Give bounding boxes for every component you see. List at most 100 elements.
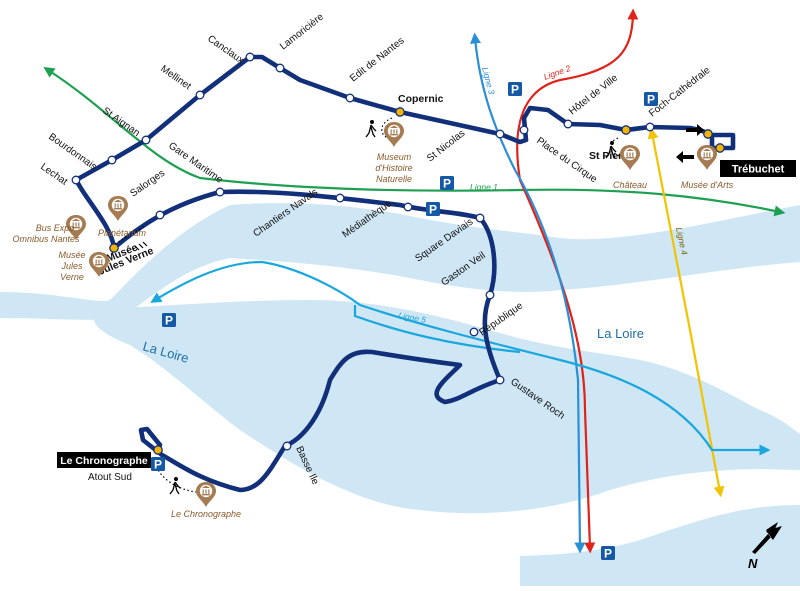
parking-icon[interactable]: P xyxy=(162,313,176,328)
stop-dot-chantiers-navals[interactable] xyxy=(335,193,345,203)
poi-label-musee-arts: Musée d'Arts xyxy=(681,180,734,190)
poi-museum-histoire-naturelle[interactable]: Museum d'Histoire Naturelle xyxy=(375,122,413,184)
parking-icon[interactable]: P xyxy=(601,546,615,561)
pedestrian-icon xyxy=(605,141,617,159)
planetarium-pin-icon xyxy=(108,196,128,221)
stop-label-hotel-de-ville: Hôtel de Ville xyxy=(567,72,620,117)
poi-label-bus-expo-l2: Omnibus Nantes xyxy=(12,234,80,244)
poi-bus-expo[interactable]: Bus Expo Omnibus Nantes xyxy=(12,215,86,244)
svg-text:P: P xyxy=(647,93,655,107)
terminal-le-chronographe[interactable]: Le Chronographe xyxy=(57,452,151,468)
pedestrian-icon xyxy=(169,477,181,495)
stop-dot-square-daviais[interactable] xyxy=(475,213,485,223)
terminal-trebuchet[interactable]: Trébuchet xyxy=(720,160,796,177)
poi-label-museum-l3: Naturelle xyxy=(376,174,412,184)
parking-icon[interactable]: P xyxy=(644,92,658,107)
stop-dot-hotel-de-ville[interactable] xyxy=(563,119,573,129)
ligne-1-line xyxy=(43,67,786,217)
chronographe-pin-icon xyxy=(196,482,216,507)
poi-le-chronographe[interactable]: Le Chronographe xyxy=(171,482,241,519)
stop-dot-foch-cathedrale[interactable] xyxy=(645,122,655,132)
stop-label-gare-maritime: Gare Maritime xyxy=(166,140,225,186)
stop-dot-basse-ile[interactable] xyxy=(282,441,292,451)
parking-icon[interactable]: P xyxy=(426,202,440,217)
parking-icon[interactable]: P xyxy=(508,82,522,97)
parking-icon[interactable]: P xyxy=(151,457,165,472)
direction-arrow-left-icon xyxy=(676,151,694,163)
poi-label-museum-l1: Museum xyxy=(377,152,412,162)
stop-label-canclaux: Canclaux xyxy=(205,33,245,66)
stop-dot-gaston-veil[interactable] xyxy=(485,290,495,300)
svg-text:P: P xyxy=(154,458,162,472)
ligne-5-line xyxy=(150,260,771,456)
stop-dot-canclaux[interactable] xyxy=(245,52,255,62)
stop-label-salorges: Salorges xyxy=(128,168,167,200)
stop-dot-mellinet[interactable] xyxy=(195,90,205,100)
stop-dot-st-aignan[interactable] xyxy=(141,135,151,145)
stop-dot-le-chronographe[interactable] xyxy=(153,445,163,455)
north-arrow-icon: N xyxy=(748,522,782,571)
chateau-pin-icon xyxy=(620,145,640,170)
stop-label-foch-cathedrale: Foch-Cathédrale xyxy=(647,65,713,120)
stop-label-lechat: Lechat xyxy=(38,161,69,187)
museum-pin-icon xyxy=(384,122,404,147)
poi-label-museum-l2: d'Histoire xyxy=(375,163,412,173)
stop-dot-mediatheque[interactable] xyxy=(403,202,413,212)
terminal-chronographe-label: Le Chronographe xyxy=(60,455,148,467)
svg-text:P: P xyxy=(443,177,451,191)
stop-label-lamoriciere: Lamoricière xyxy=(278,11,326,52)
poi-label-bus-expo-l1: Bus Expo xyxy=(36,223,75,233)
stop-dot-trebuchet[interactable] xyxy=(715,143,725,153)
poi-label-chateau: Château xyxy=(613,180,647,190)
sound-waves-icon xyxy=(134,241,148,251)
svg-text:P: P xyxy=(165,314,173,328)
poi-label-mjv-l2: Jules xyxy=(60,261,83,271)
ligne-5-branch xyxy=(353,305,521,354)
stop-dot-lamoriciere[interactable] xyxy=(275,63,285,73)
svg-text:P: P xyxy=(511,83,519,97)
stop-dot-copernic[interactable] xyxy=(395,107,405,117)
svg-text:P: P xyxy=(604,547,612,561)
poi-musee-d-arts[interactable]: Musée d'Arts xyxy=(681,145,734,190)
musee-arts-pin-icon xyxy=(697,145,717,170)
stop-label-st-aignan: St Aignan xyxy=(100,105,141,139)
poi-label-mjv-l3: Verne xyxy=(60,272,84,282)
stop-dot-republique[interactable] xyxy=(469,327,479,337)
stop-dot-gare-maritime[interactable] xyxy=(215,187,225,197)
direction-arrow-right-icon xyxy=(686,124,704,136)
poi-musee-jules-verne[interactable]: Musée Jules Verne xyxy=(58,250,109,282)
parking-signs: P P P P P P P xyxy=(151,82,658,561)
stop-dot-place-du-cirque[interactable] xyxy=(519,125,529,135)
stop-dot-lechat[interactable] xyxy=(71,175,81,185)
stop-label-st-nicolas: St Nicolas xyxy=(425,128,467,164)
ligne-1-label: Ligne 1 xyxy=(470,182,498,192)
parking-icon[interactable]: P xyxy=(440,176,454,191)
river-label-east: La Loire xyxy=(597,326,644,341)
stop-label-bourdonnais: Bourdonnais xyxy=(46,131,98,172)
stop-label-edit-de-nantes: Edit de Nantes xyxy=(348,35,406,84)
stop-dot-gustave-roch[interactable] xyxy=(495,375,505,385)
major-stops xyxy=(109,107,725,455)
poi-label-planetarium: Planétarium xyxy=(98,228,147,238)
stop-dot-trebuchet-b[interactable] xyxy=(703,129,713,139)
stop-label-mellinet: Mellinet xyxy=(158,63,193,92)
stop-label-copernic: Copernic xyxy=(398,93,444,105)
poi-chateau[interactable]: Château xyxy=(613,145,647,190)
poi-label-le-chronographe: Le Chronographe xyxy=(171,509,241,519)
stop-dot-bourdonnais[interactable] xyxy=(107,155,117,165)
poi-label-mjv-l1: Musée xyxy=(58,250,85,260)
pedestrian-icon xyxy=(365,120,377,138)
stop-dot-edit-de-nantes[interactable] xyxy=(345,93,355,103)
svg-text:P: P xyxy=(429,203,437,217)
stop-dot-musee-jules-verne[interactable] xyxy=(109,243,119,253)
bus-stops xyxy=(71,52,655,451)
stop-dot-salorges[interactable] xyxy=(155,210,165,220)
terminal-trebuchet-label: Trébuchet xyxy=(732,164,785,176)
stop-dot-st-nicolas[interactable] xyxy=(495,129,505,139)
poi-planetarium[interactable]: Planétarium xyxy=(98,196,147,238)
stop-dot-st-pierre[interactable] xyxy=(621,125,631,135)
ligne-5-label: Ligne 5 xyxy=(398,310,427,325)
north-label: N xyxy=(748,556,758,571)
